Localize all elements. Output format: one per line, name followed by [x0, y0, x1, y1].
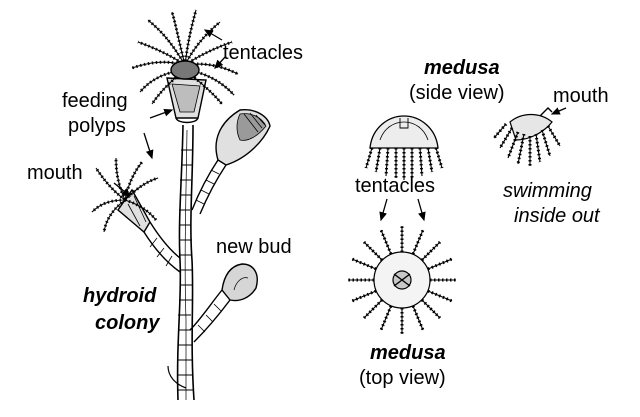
label-mouth-left: mouth — [27, 162, 83, 184]
label-top-view: (top view) — [359, 367, 446, 389]
label-hydroid: hydroid — [83, 285, 157, 307]
label-side-view: (side view) — [409, 82, 505, 104]
label-colony: colony — [95, 312, 160, 334]
label-medusa-side: medusa — [424, 57, 500, 79]
label-medusa-top: medusa — [370, 342, 446, 364]
label-mouth-right: mouth — [553, 85, 609, 107]
label-feeding: feeding — [62, 90, 128, 112]
label-tentacles-mid: tentacles — [355, 175, 436, 197]
hydroid-colony-drawing — [90, 9, 271, 401]
medusa-top-view-drawing — [348, 226, 456, 334]
label-swimming: swimming — [503, 180, 592, 202]
label-tentacles-top: tentacles — [223, 42, 304, 64]
label-inside-out: inside out — [514, 205, 600, 227]
label-polyps: polyps — [68, 115, 126, 137]
label-new-bud: new bud — [216, 236, 292, 258]
medusa-inside-out-drawing — [492, 107, 562, 166]
pointer-arrows — [113, 29, 567, 222]
medusa-side-view-drawing — [364, 115, 444, 180]
